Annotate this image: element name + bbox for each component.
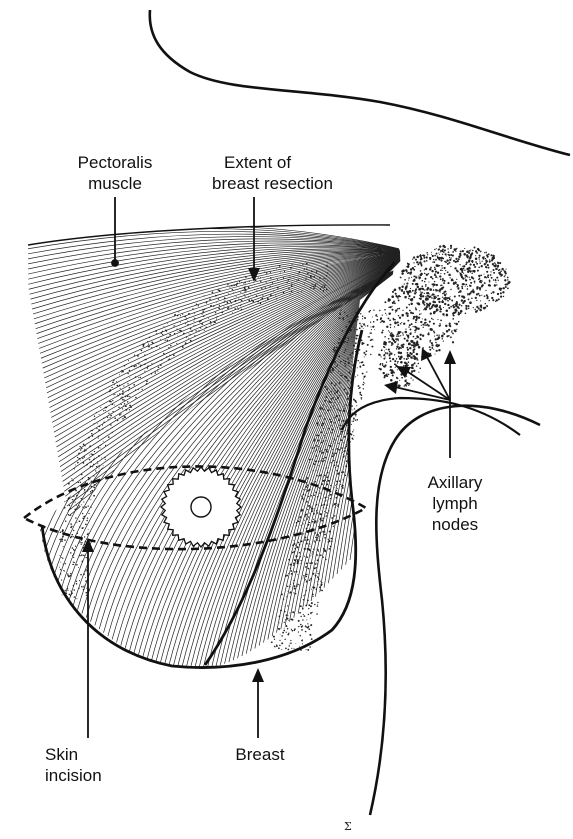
- pectoralis-label-line2: muscle: [50, 173, 180, 194]
- lateral-chest-contour: [370, 406, 540, 815]
- skin-incision-label-line1: Skin: [45, 744, 135, 765]
- pectoralis-label: Pectoralis muscle: [50, 152, 180, 194]
- pectoralis-label-line1: Pectoralis: [50, 152, 180, 173]
- neck-contour: [150, 10, 570, 155]
- resection-label-line1: Extent of: [212, 152, 382, 173]
- breast-arrowhead: [252, 668, 264, 682]
- resection-arrowhead: [248, 268, 260, 282]
- stippled-tissue: [59, 245, 511, 651]
- axillary-arrowhead-1: [444, 350, 456, 364]
- skin-incision-label-line2: incision: [45, 765, 135, 786]
- nipple: [191, 497, 211, 517]
- breast-fibers: [30, 258, 395, 670]
- axillary-label-line2: lymph: [405, 493, 505, 514]
- axillary-label: Axillary lymph nodes: [405, 472, 505, 535]
- skin-incision-label: Skin incision: [45, 744, 135, 786]
- axillary-arrowhead-4: [384, 381, 398, 394]
- axillary-label-line1: Axillary: [405, 472, 505, 493]
- breast-label-line1: Breast: [215, 744, 305, 765]
- resection-label: Extent of breast resection: [212, 152, 382, 194]
- resection-label-line2: breast resection: [212, 173, 382, 194]
- axilla-contour: [342, 398, 520, 435]
- pectoralis-pointer-dot: [112, 260, 118, 266]
- breast-label: Breast: [215, 744, 305, 765]
- axillary-label-line3: nodes: [405, 514, 505, 535]
- artist-signature: Σ: [344, 820, 352, 833]
